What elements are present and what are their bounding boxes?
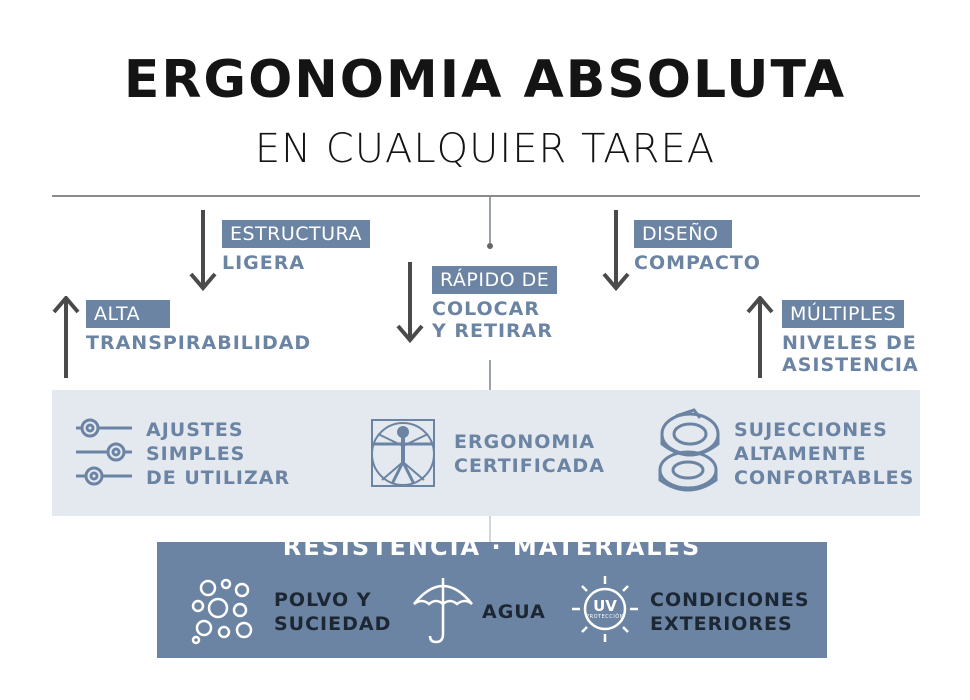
benefit-sublabel: NIVELES DE: [782, 332, 917, 354]
resistance-text: SUCIEDAD: [274, 613, 392, 635]
uv-sun-icon: [570, 574, 640, 648]
connector-line: [489, 197, 491, 245]
feature-text: DE UTILIZAR: [146, 467, 291, 489]
resistance-title: RESISTENCIA · MATERIALES: [282, 533, 702, 561]
uv-icon-sublabel: PROTECCIÓN: [586, 614, 624, 620]
connector-dot: [487, 243, 493, 249]
arrow-down-icon: [598, 210, 638, 292]
benefit-sublabel: TRANSPIRABILIDAD: [86, 332, 312, 354]
resistance-text: CONDICIONES: [650, 589, 810, 611]
strap-icon: [654, 404, 724, 504]
uv-icon-label: UV: [593, 597, 617, 615]
sliders-icon: [72, 412, 136, 496]
arrow-down-icon: [392, 262, 432, 344]
feature-text: SIMPLES: [146, 443, 246, 465]
feature-text: SUJECCIONES: [734, 419, 888, 441]
arrow-up-icon: [48, 296, 88, 378]
benefit-label: DISEÑO: [634, 220, 733, 248]
connector-line: [489, 516, 491, 542]
benefit-label: RÁPIDO DE: [432, 266, 558, 294]
benefit-sublabel: ASISTENCIA: [782, 354, 919, 376]
dust-icon: [188, 576, 258, 650]
resistance-panel: [157, 542, 827, 658]
resistance-text: EXTERIORES: [650, 613, 793, 635]
benefit-sublabel: COMPACTO: [634, 252, 761, 274]
feature-text: CERTIFICADA: [454, 455, 605, 477]
benefit-sublabel: LIGERA: [222, 252, 306, 274]
resistance-text: POLVO Y: [274, 589, 372, 611]
umbrella-icon: [410, 574, 476, 650]
benefit-sublabel: COLOCAR: [432, 298, 540, 320]
page-title: ERGONOMIA ABSOLUTA: [123, 50, 847, 110]
feature-text: ALTAMENTE: [734, 443, 867, 465]
vitruvian-man-icon: [368, 416, 438, 494]
arrow-up-icon: [742, 296, 782, 378]
benefit-label: ESTRUCTURA: [222, 220, 370, 248]
connector-line: [489, 360, 491, 410]
benefit-label: ALTA: [86, 300, 171, 328]
feature-text: AJUSTES: [146, 419, 244, 441]
benefit-label: MÚLTIPLES: [782, 300, 905, 328]
page-subtitle: EN CUALQUIER TAREA: [254, 126, 716, 172]
resistance-text: AGUA: [482, 601, 546, 623]
arrow-down-icon: [185, 210, 225, 292]
divider: [52, 195, 920, 197]
benefit-sublabel: Y RETIRAR: [432, 320, 553, 342]
feature-text: CONFORTABLES: [734, 467, 915, 489]
features-panel: [52, 390, 920, 516]
feature-text: ERGONOMIA: [454, 431, 596, 453]
